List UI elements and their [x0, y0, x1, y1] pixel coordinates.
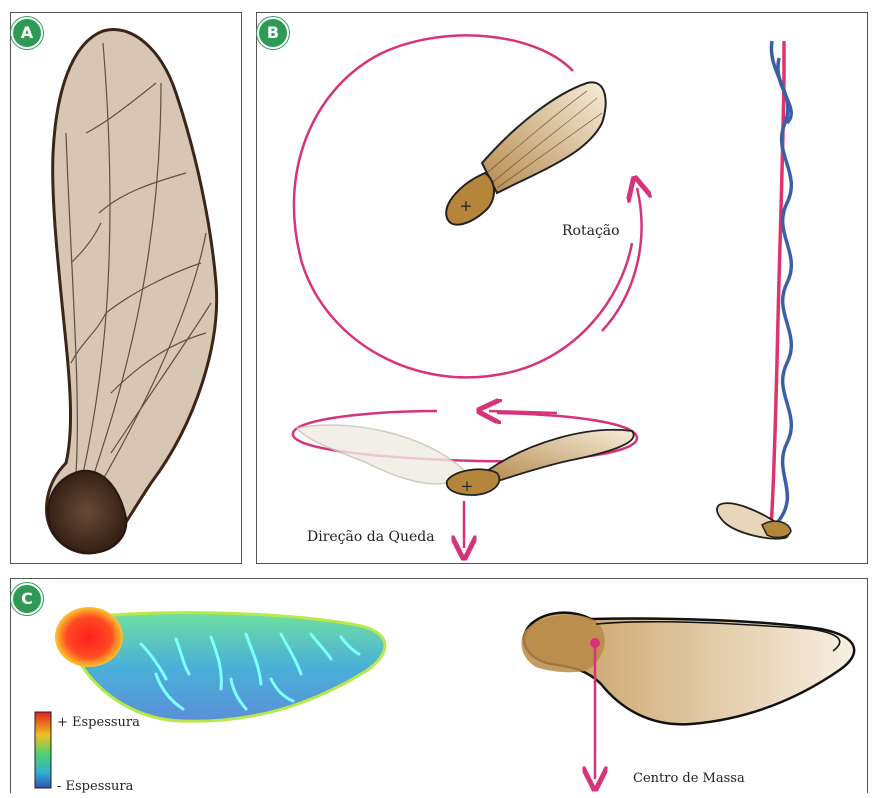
center-of-mass-point — [590, 638, 600, 648]
fall-direction-label: Direção da Queda — [307, 529, 435, 545]
panel-b: + Rotação + Direção da Queda B — [256, 12, 868, 564]
panel-a: A — [10, 12, 242, 564]
plus-icon: + — [461, 477, 474, 495]
rotation-diagram: + Rotação + Direção da Queda — [257, 13, 869, 565]
thickness-low-label: - Espessura — [57, 779, 134, 794]
thickness-and-mass-diagram: + Espessura - Espessura Centro de Massa — [11, 579, 869, 794]
panel-c-badge: C — [11, 583, 43, 615]
thickness-high-label: + Espessura — [57, 715, 140, 730]
center-of-mass-label: Centro de Massa — [633, 771, 745, 786]
ghost-wing — [297, 425, 467, 484]
thickness-map — [55, 607, 385, 721]
rotation-label: Rotação — [562, 223, 620, 239]
plus-icon: + — [459, 196, 472, 215]
center-of-mass-wing — [522, 613, 855, 725]
seed-side-view: + — [447, 430, 634, 495]
panel-a-badge: A — [11, 17, 43, 49]
panel-b-badge: B — [257, 17, 289, 49]
thickness-scale-bar — [35, 712, 51, 788]
seed-top-view: + — [446, 82, 605, 224]
panel-c: + Espessura - Espessura Centro de Massa … — [10, 578, 868, 793]
rotation-arrow — [602, 188, 642, 331]
maple-seed-photo — [11, 13, 243, 565]
